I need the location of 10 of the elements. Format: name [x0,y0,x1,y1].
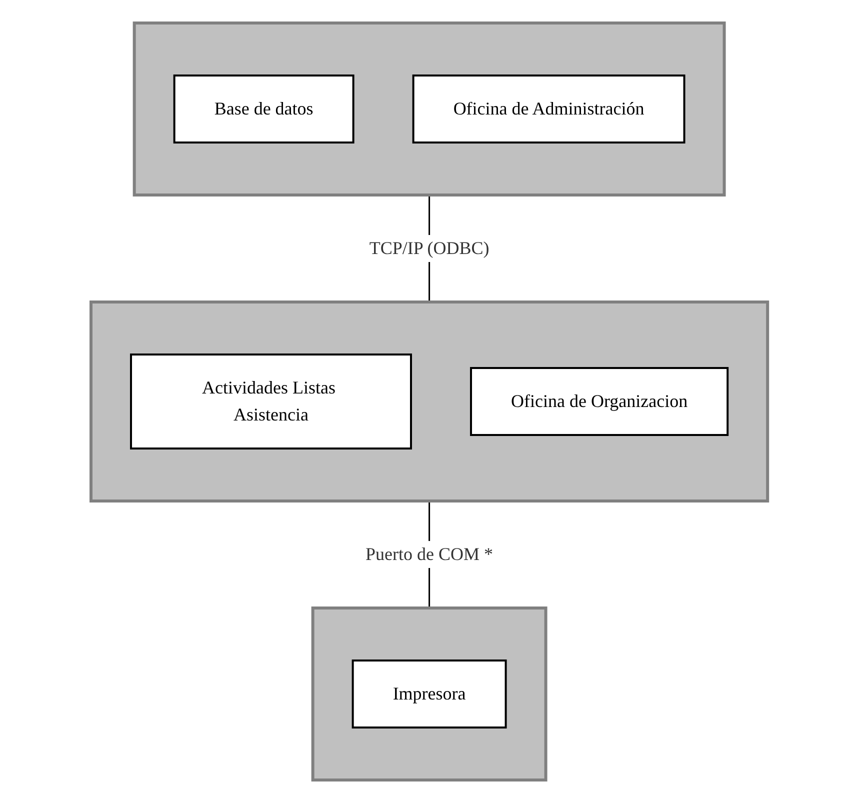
node-box: Base de datos [173,74,354,144]
node-box: Oficina de Administración [412,74,685,144]
cluster [89,300,769,502]
node-box: Impresora [352,660,506,728]
cluster [311,606,547,782]
node-box: Actividades Listas Asistencia [130,354,412,450]
edge-label: Puerto de COM * [365,544,493,564]
edge-label: TCP/IP (ODBC) [369,238,489,258]
node-box: Oficina de Organizacion [470,367,728,436]
cluster [132,22,726,196]
